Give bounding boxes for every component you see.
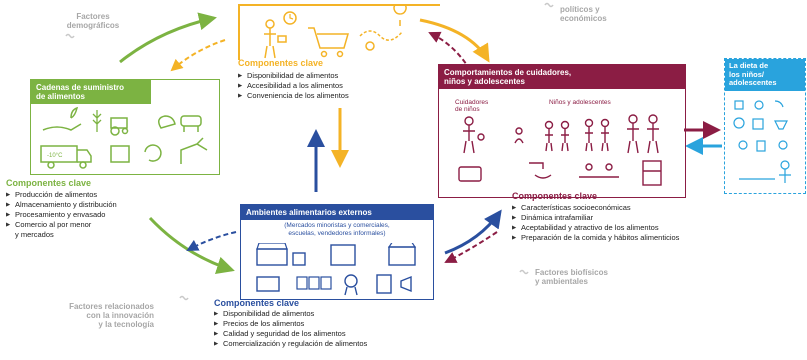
arrow-supply-to-top bbox=[119, 12, 217, 64]
list-item: Disponibilidad de alimentos bbox=[238, 71, 418, 81]
list-item: Dinámica intrafamiliar bbox=[512, 213, 772, 223]
arrow-top-to-supply-dashed bbox=[170, 39, 226, 72]
supply-chain-icons: -10°C bbox=[40, 106, 208, 169]
list-item: Comercio al por menor y mercados bbox=[6, 220, 206, 240]
list-item: Disponibilidad de alimentos bbox=[214, 309, 454, 319]
behaviour-components: Componentes clave Características socioe… bbox=[512, 191, 772, 243]
list-item: Preparación de la comida y hábitos alime… bbox=[512, 233, 772, 243]
food-env-subtitle: (Mercados minoristas y comerciales, escu… bbox=[284, 222, 390, 237]
list-item: Precios de los alimentos bbox=[214, 319, 454, 329]
top-components-title: Componentes clave bbox=[238, 58, 324, 68]
top-icons bbox=[238, 1, 440, 60]
factor-demographic: Factores demográficos bbox=[66, 12, 120, 30]
factor-political: políticos y económicos bbox=[560, 5, 607, 23]
factor-biophysical: Factores biofísicos y ambientales bbox=[535, 268, 608, 286]
children-label: Niños y adolescentes bbox=[549, 99, 611, 106]
arrow-top-to-behaviour bbox=[419, 18, 490, 63]
behaviours-box: Comportamientos de cuidadores, niños y a… bbox=[438, 64, 686, 198]
supply-components-list: Producción de alimentos Almacenamiento y… bbox=[6, 190, 206, 240]
list-item: Accesibilidad a los alimentos bbox=[238, 81, 418, 91]
list-item: Aceptabilidad y atractivo de los aliment… bbox=[512, 223, 772, 233]
diet-box: La dieta de los niños/ adolescentes bbox=[724, 58, 806, 194]
behaviour-icons bbox=[458, 114, 662, 186]
list-item: Conveniencia de los alimentos bbox=[238, 91, 418, 101]
list-item: Comercialización y regulación de aliment… bbox=[214, 339, 454, 349]
top-components: Componentes clave Disponibilidad de alim… bbox=[238, 58, 418, 101]
food-env-box: Ambientes alimentarios externos (Mercado… bbox=[240, 204, 434, 300]
top-components-list: Disponibilidad de alimentos Accesibilida… bbox=[238, 71, 418, 101]
arrow-env-to-supply-dashed bbox=[186, 231, 237, 251]
supply-chains-title: Cadenas de suministro de alimentos bbox=[31, 80, 151, 104]
behaviours-title: Comportamientos de cuidadores, niños y a… bbox=[439, 65, 685, 89]
food-env-icons bbox=[256, 243, 417, 296]
diet-title: La dieta de los niños/ adolescentes bbox=[725, 59, 805, 91]
list-item: Características socioeconómicas bbox=[512, 203, 772, 213]
food-env-title: Ambientes alimentarios externos bbox=[241, 205, 433, 220]
behaviour-components-title: Componentes clave bbox=[512, 191, 598, 201]
list-item: Producción de alimentos bbox=[6, 190, 206, 200]
behaviour-components-list: Características socioeconómicas Dinámica… bbox=[512, 203, 772, 243]
list-item: Calidad y seguridad de los alimentos bbox=[214, 329, 454, 339]
supply-components: Componentes clave Producción de alimento… bbox=[6, 178, 206, 240]
arrow-env-to-behaviour bbox=[444, 209, 502, 255]
food-env-components-title: Componentes clave bbox=[214, 298, 300, 308]
list-item: Almacenamiento y distribución bbox=[6, 200, 206, 210]
supply-components-title: Componentes clave bbox=[6, 178, 92, 188]
truck-temp-label: -10°C bbox=[47, 153, 63, 159]
list-item: Procesamiento y envasado bbox=[6, 210, 206, 220]
diet-icons bbox=[733, 100, 791, 183]
factor-innovation: Factores relacionados con la innovación … bbox=[69, 302, 154, 329]
food-access-icons bbox=[264, 1, 407, 59]
caregivers-label: Cuidadores de niños bbox=[455, 99, 489, 113]
supply-chains-box: Cadenas de suministro de alimentos -10°C bbox=[30, 79, 220, 175]
arrow-behaviour-to-env-dashed bbox=[444, 231, 498, 263]
food-env-components-list: Disponibilidad de alimentos Precios de l… bbox=[214, 309, 454, 349]
food-env-components: Componentes clave Disponibilidad de alim… bbox=[214, 298, 454, 349]
